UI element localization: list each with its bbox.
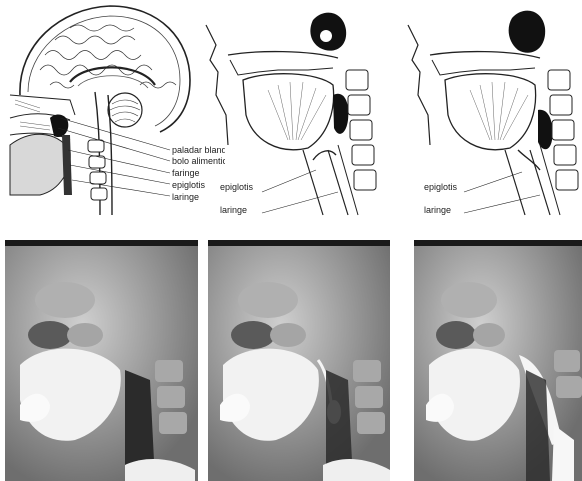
label-faringe: faringe bbox=[172, 169, 200, 178]
label-laringe: laringe bbox=[172, 193, 199, 202]
xray-stage-3 bbox=[414, 240, 582, 481]
sagittal-head-diagram: paladar blando bolo alimenticio faringe … bbox=[0, 0, 225, 215]
xray-image-2 bbox=[208, 240, 390, 481]
xray-stage-2 bbox=[208, 240, 390, 481]
label-laringe: laringe bbox=[220, 206, 247, 215]
xray-image-1 bbox=[5, 240, 198, 481]
xray-stage-1 bbox=[5, 240, 198, 481]
swallow-stage-3-diagram: epiglotis laringe bbox=[400, 0, 582, 220]
label-epiglotis: epiglotis bbox=[220, 183, 253, 192]
xray-image-3 bbox=[414, 240, 582, 481]
swallow-stage-2-diagram: epiglotis laringe bbox=[198, 0, 388, 220]
label-epiglotis: epiglotis bbox=[424, 183, 457, 192]
label-laringe: laringe bbox=[424, 206, 451, 215]
